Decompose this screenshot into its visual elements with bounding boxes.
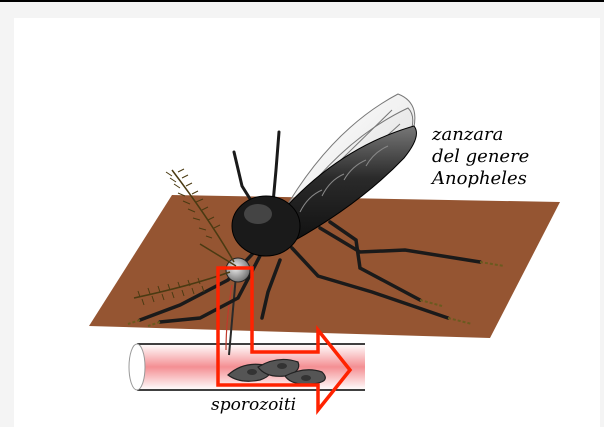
mosquito-label-line-1: zanzara	[432, 124, 529, 146]
sporozoites-label: sporozoiti	[211, 395, 296, 415]
mosquito-species-label: zanzara del genere Anopheles	[432, 124, 529, 190]
mosquito-label-line-3: Anopheles	[432, 168, 529, 190]
mosquito-thorax	[232, 196, 300, 256]
mosquito-label-line-2: del genere	[432, 146, 529, 168]
